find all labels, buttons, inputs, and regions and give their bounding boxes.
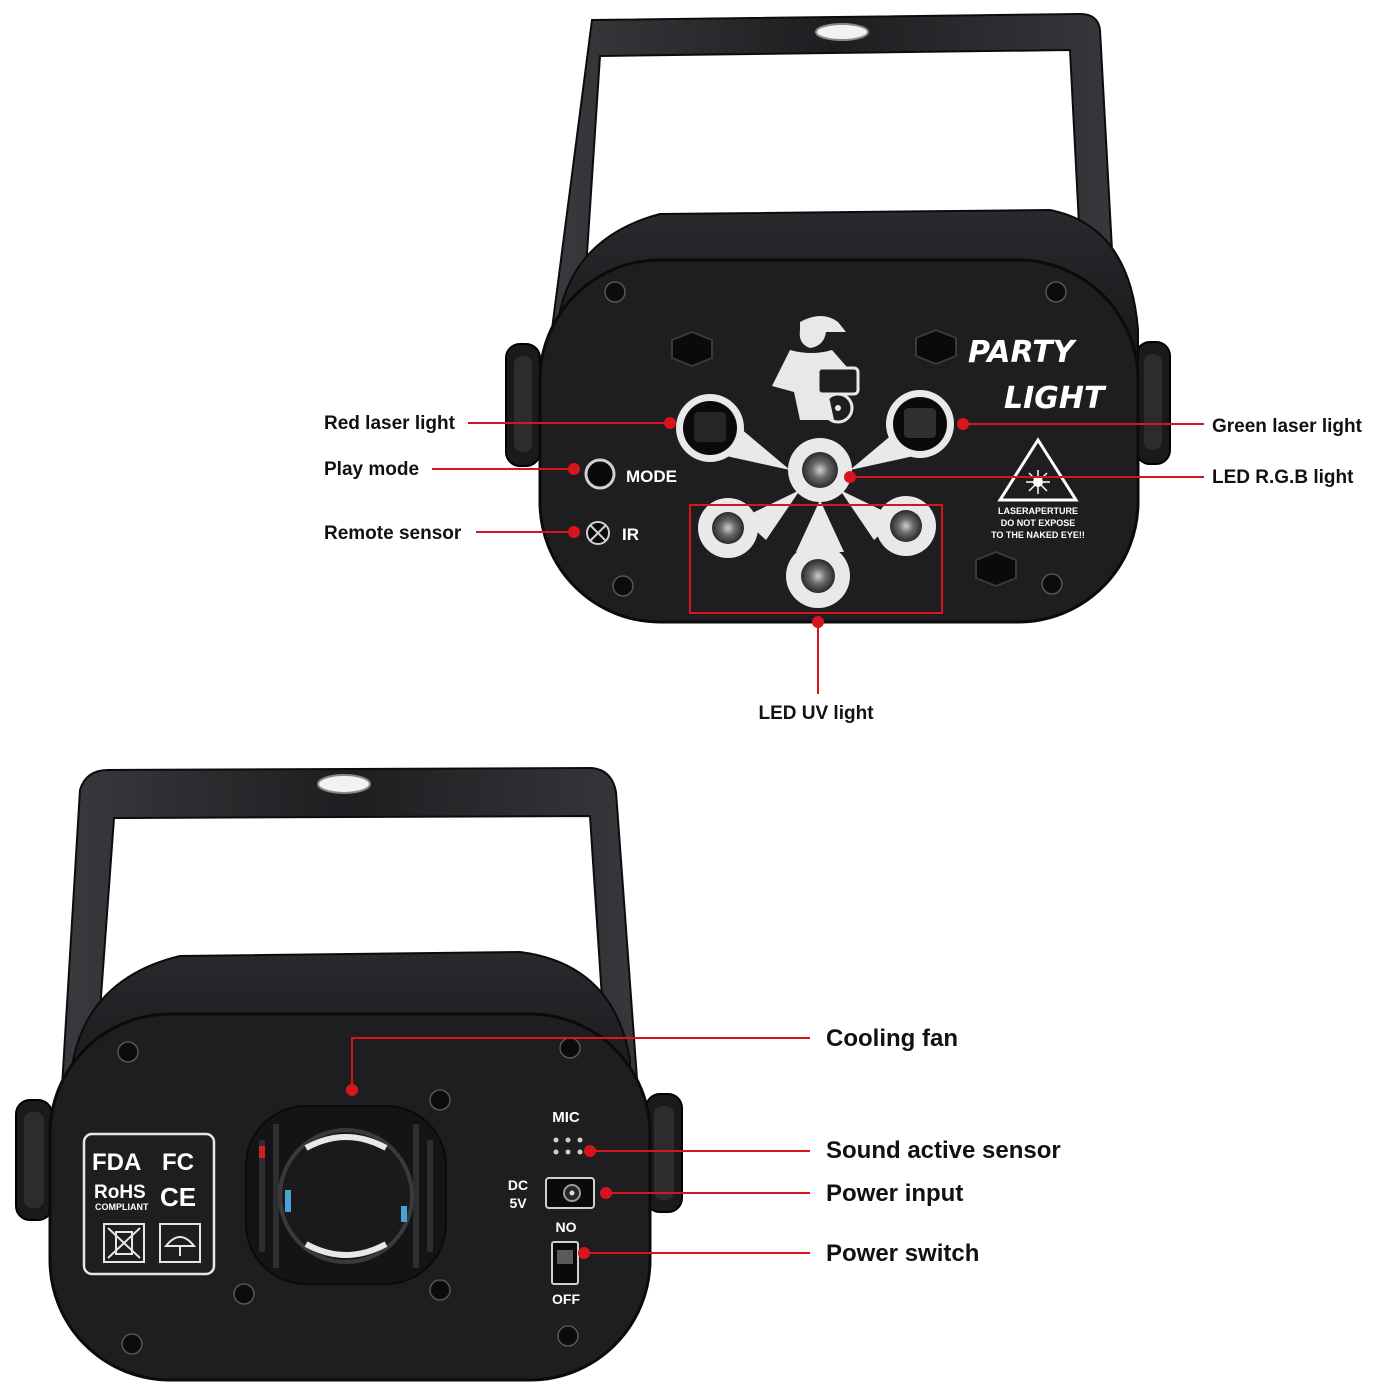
- brand-line-2: LIGHT: [1004, 381, 1107, 416]
- dc-power-jack: [545, 1177, 595, 1209]
- uv-leds: [698, 496, 936, 608]
- mic-holes: [553, 1137, 583, 1155]
- rear-left-knob: [15, 1099, 53, 1221]
- front-screws: [604, 281, 1067, 597]
- front-hex-sockets: [671, 328, 1017, 588]
- rear-bracket-hole: [317, 774, 371, 794]
- dj-logo: [772, 316, 860, 424]
- front-bracket-hole: [815, 23, 869, 41]
- cooling-fan: [245, 1105, 447, 1285]
- ir-label: IR: [622, 525, 639, 544]
- switch-on-label: NO: [556, 1219, 577, 1235]
- rear-leader-lines: [346, 1037, 810, 1259]
- certification-box: FDA FC RoHS COMPLIANT CE: [82, 1132, 216, 1276]
- brand-line-1: PARTY: [968, 335, 1078, 370]
- mode-button: [584, 458, 616, 490]
- mode-label: MODE: [626, 467, 677, 486]
- callout-green-laser: Green laser light: [1212, 416, 1363, 437]
- warning-line-1: LASERAPERTURE: [998, 506, 1078, 516]
- callout-led-rgb: LED R.G.B light: [1212, 467, 1354, 488]
- umbrella-icon: [159, 1223, 201, 1263]
- rear-view: FDA FC RoHS COMPLIANT CE: [15, 766, 1061, 1382]
- warning-line-2: DO NOT EXPOSE: [1001, 518, 1076, 528]
- rear-right-knob: [645, 1093, 683, 1213]
- front-view: PARTY LIGHT LASERAPERTURE DO NOT EXPOSE …: [324, 12, 1363, 724]
- front-right-knob: [1135, 341, 1171, 465]
- compliant-mark: COMPLIANT: [95, 1202, 149, 1212]
- fda-mark: FDA: [92, 1149, 141, 1176]
- callout-power-switch: Power switch: [826, 1240, 979, 1267]
- uv-led-left: [698, 498, 758, 558]
- power-switch: [551, 1241, 579, 1285]
- callout-red-laser: Red laser light: [324, 413, 456, 434]
- warning-line-3: TO THE NAKED EYE!!: [991, 530, 1085, 540]
- callout-remote-sensor: Remote sensor: [324, 523, 462, 544]
- red-laser-aperture: [676, 394, 744, 462]
- switch-off-label: OFF: [552, 1291, 580, 1307]
- rear-screws: [117, 1037, 581, 1355]
- front-left-knob: [505, 343, 541, 467]
- laser-warning-icon: [997, 437, 1079, 502]
- callout-power-input: Power input: [826, 1180, 963, 1207]
- ce-mark: CE: [160, 1182, 196, 1212]
- callout-play-mode: Play mode: [324, 459, 419, 480]
- dc-voltage-label: 5V: [509, 1195, 527, 1211]
- fc-mark: FC: [162, 1149, 194, 1176]
- uv-led-right: [876, 496, 936, 556]
- rgb-led: [788, 438, 852, 502]
- dc-label: DC: [508, 1177, 528, 1193]
- weee-bin-icon: [103, 1223, 145, 1263]
- uv-led-bottom: [786, 544, 850, 608]
- front-bracket: [546, 12, 1120, 361]
- front-leader-lines: [432, 417, 1204, 694]
- mic-label: MIC: [552, 1109, 580, 1126]
- ir-sensor: [586, 521, 610, 545]
- rohs-mark: RoHS: [94, 1182, 146, 1203]
- callout-led-uv: LED UV light: [758, 703, 874, 724]
- green-laser-aperture: [886, 390, 954, 458]
- callout-cooling-fan: Cooling fan: [826, 1025, 958, 1052]
- callout-sound-sensor: Sound active sensor: [826, 1137, 1061, 1164]
- uv-led-highlight-box: [689, 504, 943, 614]
